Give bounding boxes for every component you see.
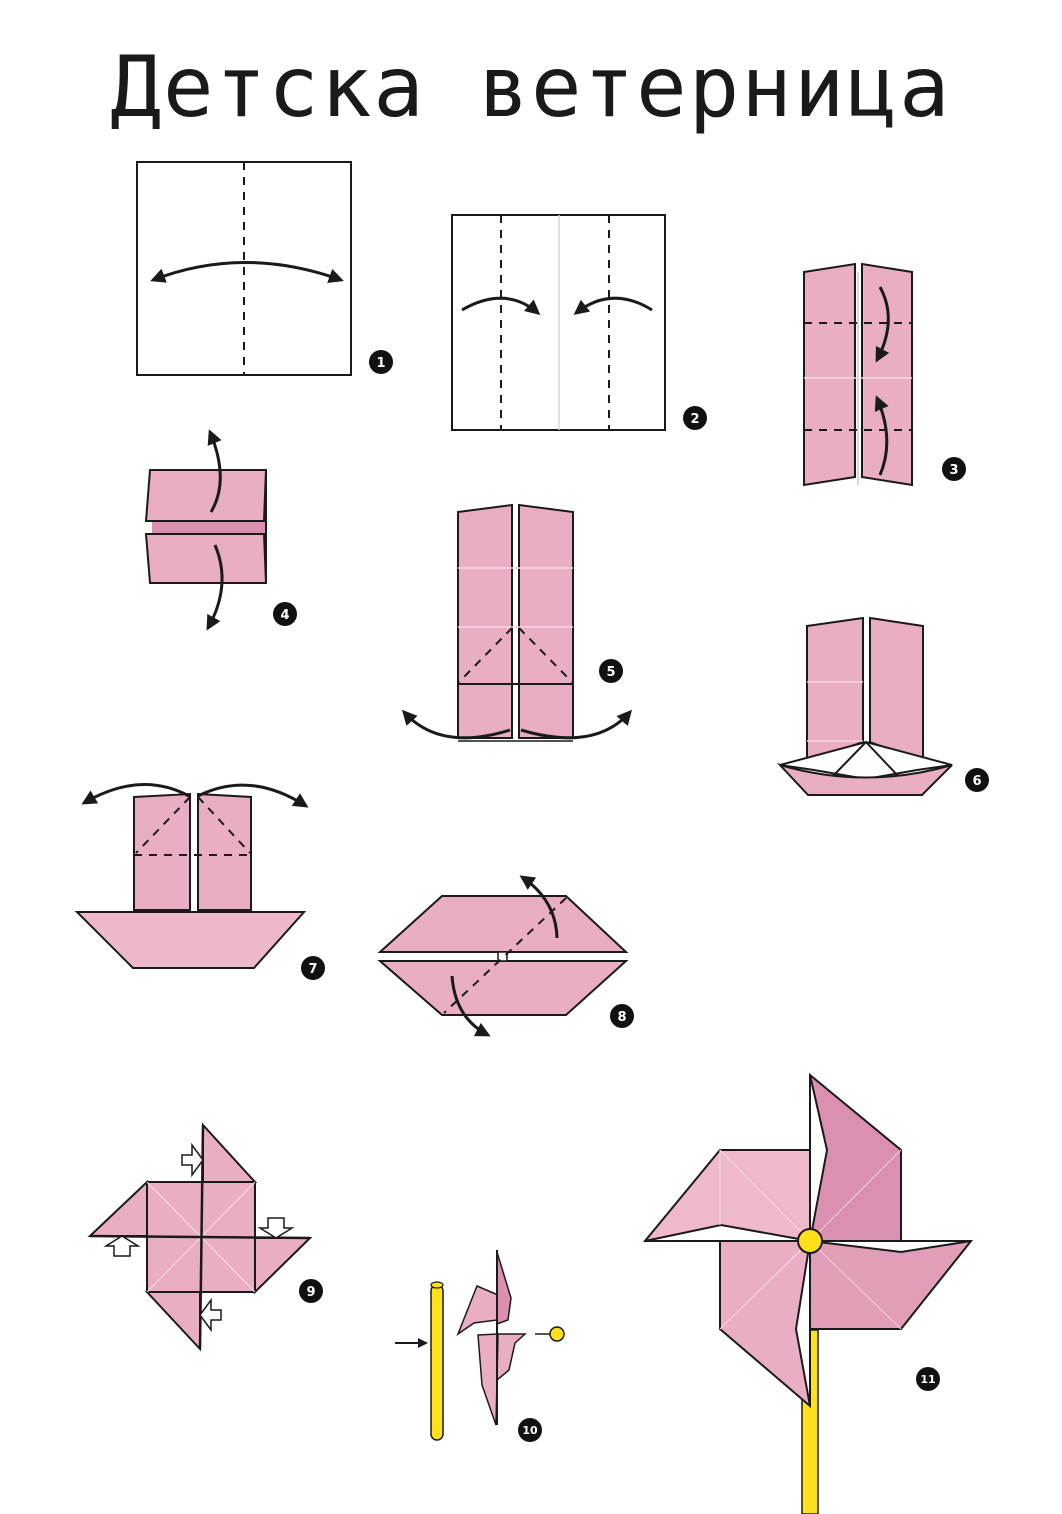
step-badge-2: 2 — [683, 406, 707, 430]
squash-arrow-icon — [81, 783, 190, 805]
push-arrow-icon — [103, 1235, 141, 1257]
pin-head-icon — [549, 1326, 565, 1342]
push-arrow-icon — [199, 1297, 222, 1333]
step-badge-10: 10 — [518, 1418, 542, 1442]
step-10: 10 — [395, 1250, 565, 1442]
fold-arrow-icon — [875, 286, 890, 363]
fold-arrow-icon — [450, 975, 491, 1037]
page-title: Детска ветерница — [110, 38, 952, 136]
stick-icon — [430, 1284, 444, 1441]
step-2: 2 — [451, 214, 707, 431]
step-11: 11 — [642, 1072, 974, 1514]
step-1: 1 — [136, 161, 393, 376]
step-badge-8: 8 — [610, 1004, 634, 1028]
fold-arrow-icon — [874, 395, 889, 476]
svg-text:8: 8 — [617, 1010, 626, 1025]
squash-arrow-icon — [197, 783, 309, 808]
svg-text:2: 2 — [690, 412, 699, 427]
step-badge-5: 5 — [599, 659, 623, 683]
fold-arrow-icon — [573, 296, 653, 315]
fold-unfold-arrow-icon — [150, 261, 344, 283]
svg-text:9: 9 — [306, 1285, 315, 1300]
svg-text:1: 1 — [376, 356, 385, 371]
step-badge-3: 3 — [942, 457, 966, 481]
push-arrow-icon — [257, 1217, 295, 1239]
step-6: 6 — [776, 616, 989, 796]
step-badge-9: 9 — [299, 1279, 323, 1303]
step-9: 9 — [87, 1122, 323, 1352]
squash-arrow-icon — [401, 709, 511, 740]
step-8: 8 — [377, 875, 634, 1037]
step-7: 7 — [74, 783, 325, 980]
squash-arrow-icon — [520, 709, 632, 740]
unfold-arrow-icon — [206, 544, 224, 631]
svg-text:7: 7 — [308, 962, 317, 977]
push-arrow-icon — [181, 1142, 204, 1178]
unfold-arrow-icon — [207, 429, 222, 513]
svg-text:10: 10 — [522, 1424, 538, 1437]
step-5: 5 — [401, 503, 632, 742]
fold-arrow-icon — [461, 296, 541, 315]
svg-text:3: 3 — [949, 463, 958, 478]
svg-text:5: 5 — [606, 665, 615, 680]
pin-head-icon — [797, 1228, 823, 1254]
step-4: 4 — [144, 429, 297, 631]
step-badge-4: 4 — [273, 602, 297, 626]
step-3: 3 — [803, 262, 966, 487]
svg-text:6: 6 — [972, 774, 981, 789]
step-badge-11: 11 — [916, 1367, 940, 1391]
fold-arrow-icon — [519, 875, 559, 939]
svg-text:11: 11 — [920, 1373, 935, 1386]
step-badge-7: 7 — [301, 956, 325, 980]
step-badge-1: 1 — [369, 350, 393, 374]
step-badge-6: 6 — [965, 768, 989, 792]
svg-text:4: 4 — [280, 608, 289, 623]
